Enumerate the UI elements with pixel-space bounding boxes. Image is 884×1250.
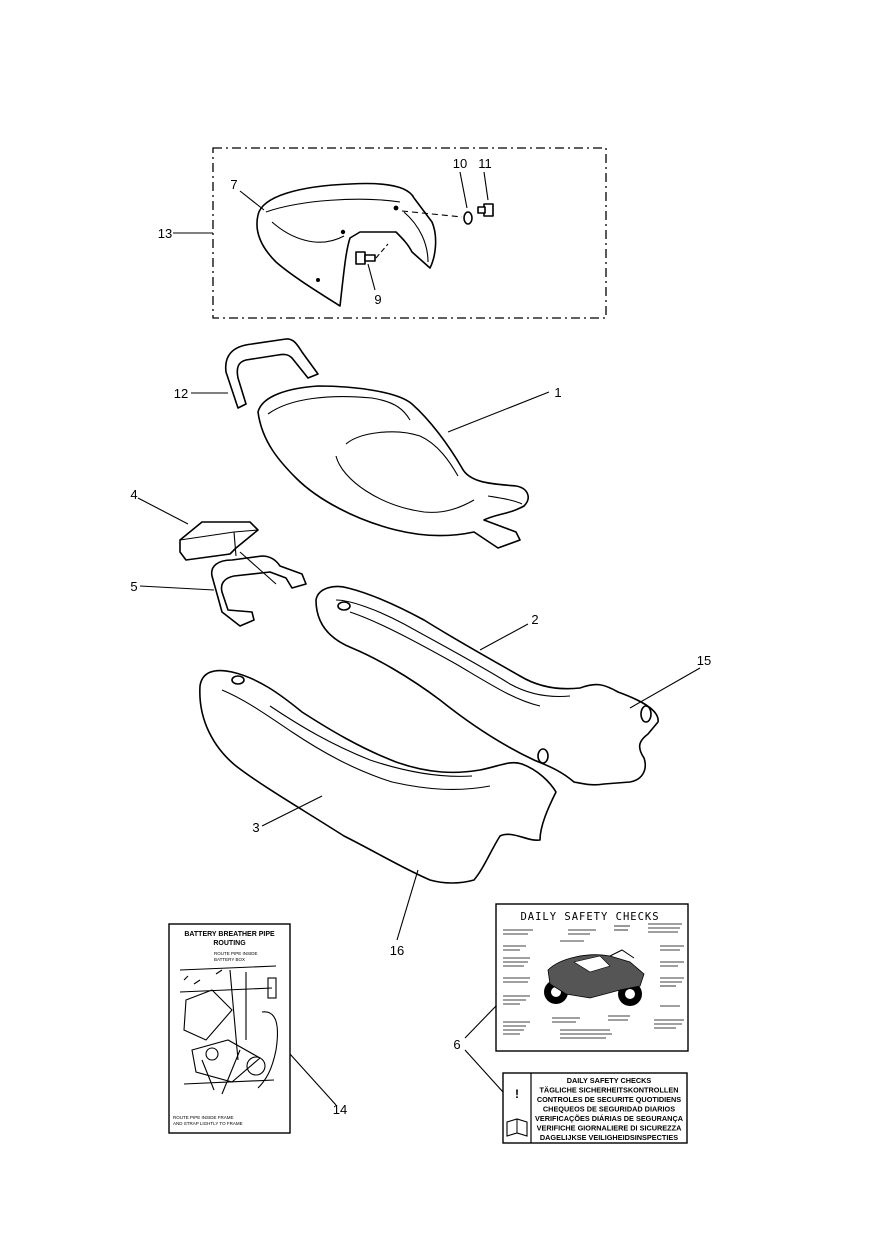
side-panel-upper xyxy=(315,585,659,786)
callout-13: 13 xyxy=(158,226,172,241)
seat-cowl xyxy=(256,182,437,307)
rear-seat-pad xyxy=(179,521,259,561)
manual-book-icon xyxy=(506,1118,528,1137)
battery-label-note-bottom-line2: AND STRAP LIGHTLY TO FRAME xyxy=(173,1121,243,1126)
callout-15: 15 xyxy=(697,653,711,668)
multilingual-safety-label: ! DAILY SAFETY CHECKS TÄGLICHE SICHERHEI… xyxy=(502,1072,688,1144)
multilang-line-1: DAILY SAFETY CHECKS xyxy=(567,1076,652,1085)
callout-16: 16 xyxy=(390,943,404,958)
multilang-line-4: CHEQUEOS DE SEGURIDAD DIARIOS xyxy=(543,1105,675,1114)
bolt-9 xyxy=(355,251,376,265)
battery-label-title-line1: BATTERY BREATHER PIPE xyxy=(184,931,275,938)
multilang-line-5: VERIFICAÇÕES DIÁRIAS DE SEGURANÇA xyxy=(535,1114,684,1123)
battery-label-note-bottom-line1: ROUTE PIPE INSIDE FRAME xyxy=(173,1115,234,1120)
multilang-line-2: TÄGLICHE SICHERHEITSKONTROLLEN xyxy=(539,1086,678,1095)
callout-1: 1 xyxy=(554,385,561,400)
callout-11: 11 xyxy=(478,156,492,171)
seat-bracket xyxy=(210,551,307,627)
battery-label-note-top-line1: ROUTE PIPE INSIDE xyxy=(214,951,258,956)
grab-handle xyxy=(224,338,319,409)
callout-12: 12 xyxy=(174,386,188,401)
callout-5: 5 xyxy=(130,579,137,594)
multilang-line-7: DAGELIJKSE VEILIGHEIDSINSPECTIES xyxy=(540,1133,678,1142)
motorcycle-illustration xyxy=(544,949,645,1006)
callout-14: 14 xyxy=(333,1102,347,1117)
battery-routing-sketch xyxy=(178,965,279,1095)
multilang-line-6: VERIFICHE GIORNALIERE DI SICUREZZA xyxy=(537,1124,682,1133)
warning-symbol: ! xyxy=(515,1087,519,1101)
battery-label-note-top-line2: BATTERY BOX xyxy=(214,957,245,962)
screw-11 xyxy=(477,203,494,217)
battery-label-title-line2: ROUTING xyxy=(213,940,246,947)
leader-lines xyxy=(137,171,701,1106)
battery-breather-label: BATTERY BREATHER PIPE ROUTING ROUTE PIPE… xyxy=(168,923,291,1134)
callout-4: 4 xyxy=(130,487,137,502)
washer-10 xyxy=(463,211,473,225)
callout-3: 3 xyxy=(252,820,259,835)
callout-numbers: 13 7 10 11 9 12 1 4 5 2 15 3 16 14 6 xyxy=(130,156,711,1117)
callout-7: 7 xyxy=(230,177,237,192)
callout-9: 9 xyxy=(374,292,381,307)
dual-seat xyxy=(257,385,529,549)
callout-6: 6 xyxy=(453,1037,460,1052)
safety-label-fine-print xyxy=(503,923,684,1039)
callout-2: 2 xyxy=(531,612,538,627)
daily-safety-checks-label: DAILY SAFETY CHECKS xyxy=(495,903,689,1052)
callout-10: 10 xyxy=(453,156,467,171)
safety-label-title: DAILY SAFETY CHECKS xyxy=(520,911,659,923)
multilang-line-3: CONTROLES DE SECURITE QUOTIDIENS xyxy=(537,1095,681,1104)
seat-cowl-kit-group xyxy=(212,147,607,319)
side-panel-lower xyxy=(199,669,557,884)
